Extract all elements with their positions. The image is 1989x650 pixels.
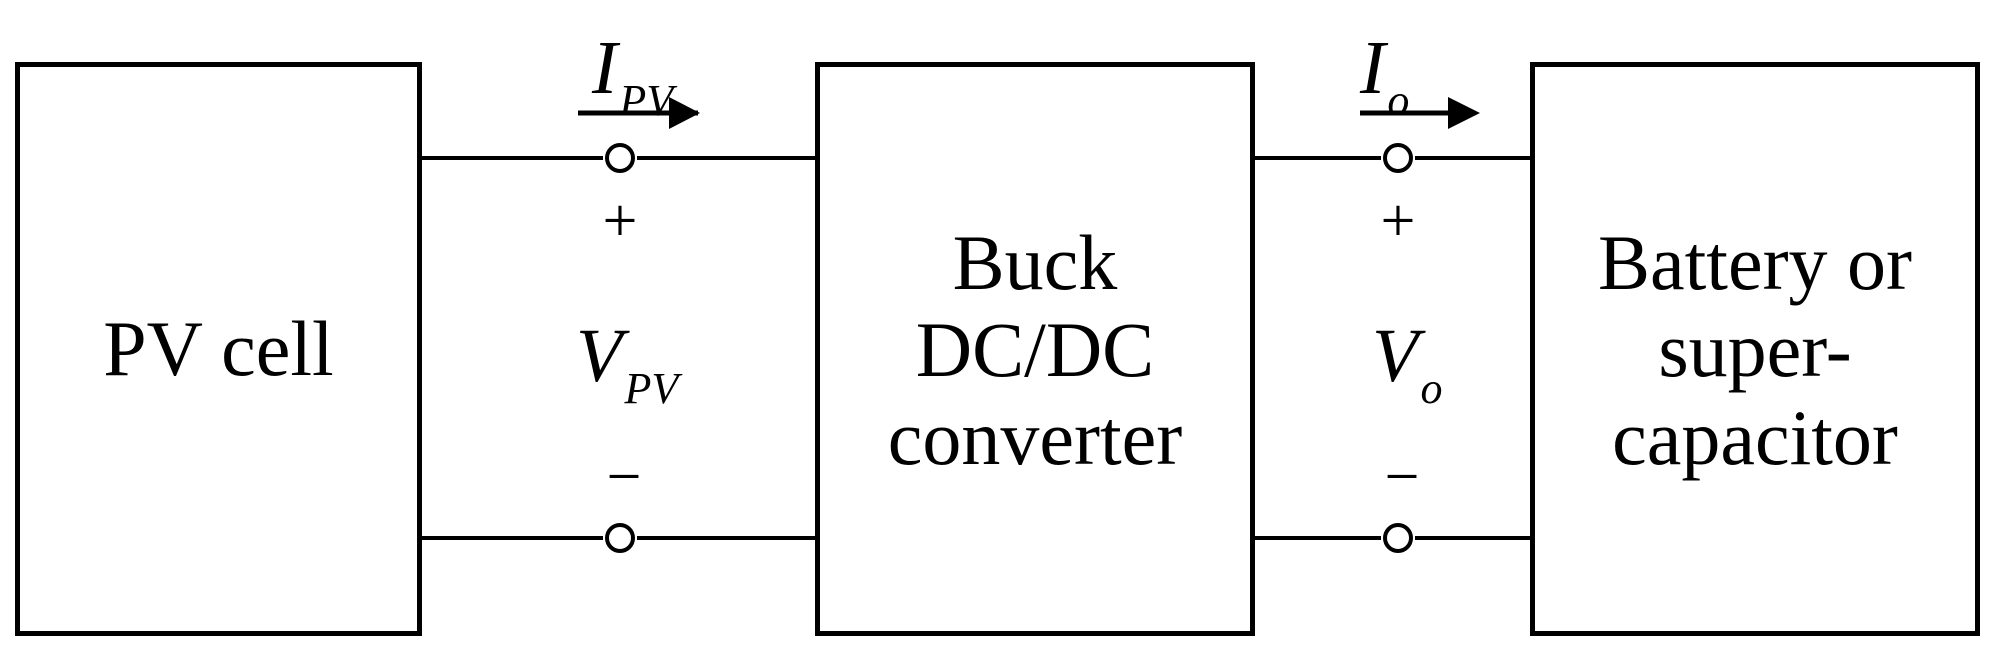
output-current-arrowhead: [1448, 97, 1480, 129]
output-current-label: Io: [1360, 30, 1409, 123]
input-current-arrowhead: [669, 97, 700, 129]
pv-cell-block: [15, 62, 422, 636]
input-voltage-subscript: PV: [624, 364, 679, 413]
output-plus-sign: +: [1380, 187, 1416, 255]
input-current-label: IPV: [592, 30, 673, 123]
output-voltage-subscript: o: [1420, 364, 1443, 413]
buck-converter-label: Buck DC/DC converter: [887, 218, 1183, 481]
input-minus-sign: −: [606, 443, 642, 511]
input-top-terminal: [605, 143, 635, 173]
input-current-subscript: PV: [619, 76, 674, 125]
output-current-subscript: o: [1387, 76, 1410, 125]
pv-cell-label: PV cell: [103, 305, 334, 393]
input-voltage-symbol: V: [576, 314, 623, 398]
input-current-symbol: I: [592, 26, 618, 110]
output-minus-sign: −: [1384, 443, 1420, 511]
output-top-terminal: [1383, 143, 1413, 173]
output-voltage-symbol: V: [1372, 314, 1419, 398]
output-voltage-label: Vo: [1372, 318, 1442, 411]
output-current-symbol: I: [1360, 26, 1386, 110]
buck-converter-block: [815, 62, 1255, 636]
storage-label: Battery or super- capacitor: [1597, 218, 1913, 481]
output-bottom-terminal: [1383, 523, 1413, 553]
input-voltage-label: VPV: [576, 318, 678, 411]
input-plus-sign: +: [602, 187, 638, 255]
storage-block: [1530, 62, 1980, 636]
input-bottom-terminal: [605, 523, 635, 553]
